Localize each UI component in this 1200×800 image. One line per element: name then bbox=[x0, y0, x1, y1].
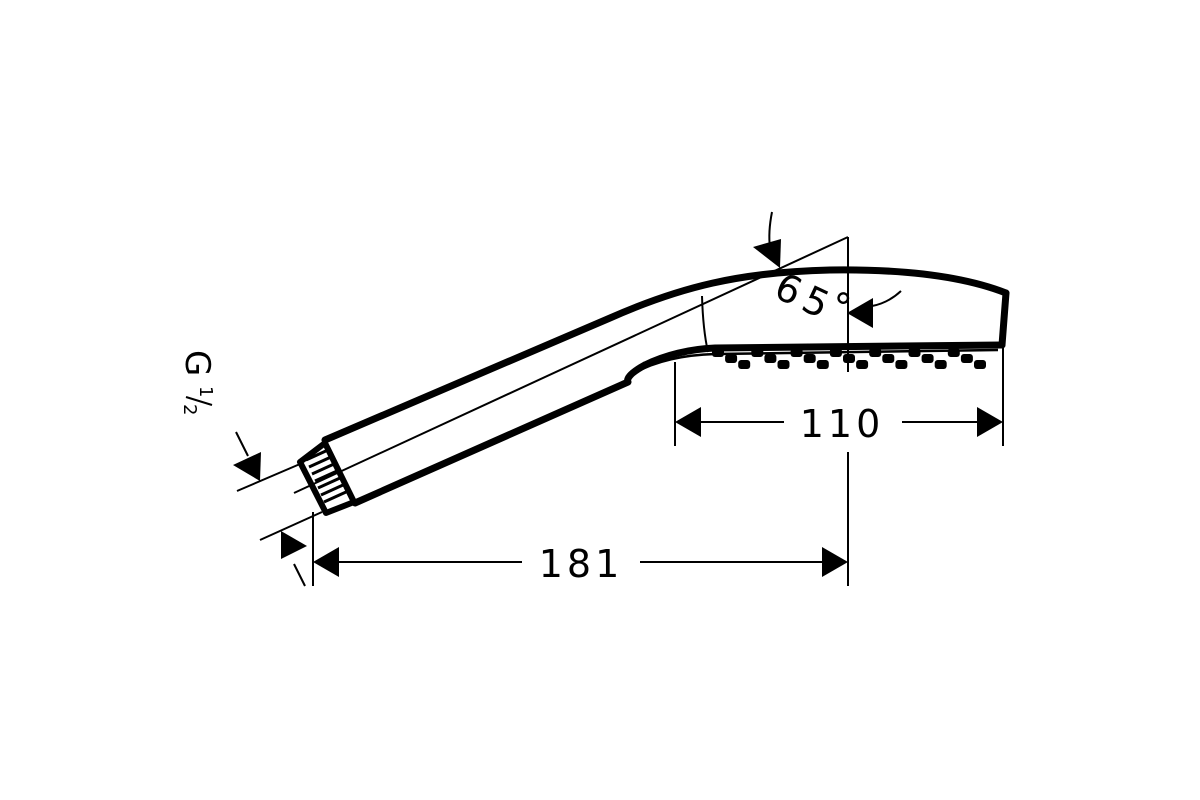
thread-ridges bbox=[305, 448, 347, 504]
dim-181-arrow-left bbox=[313, 547, 339, 577]
shower-outline bbox=[321, 266, 1010, 507]
spray-nozzle bbox=[790, 348, 803, 357]
spray-nozzle bbox=[908, 348, 921, 357]
dim-181-label: 181 bbox=[539, 542, 624, 586]
spray-nozzle bbox=[882, 354, 895, 363]
spray-nozzle bbox=[725, 354, 738, 363]
spray-nozzle bbox=[738, 360, 751, 369]
thread-label: G 1 2 bbox=[177, 350, 217, 415]
handle-bottom-edge bbox=[351, 361, 649, 507]
spray-nozzle bbox=[764, 354, 777, 363]
spray-nozzle bbox=[751, 348, 764, 357]
dim-181-arrow-right bbox=[822, 547, 848, 577]
thread-numerator: 1 bbox=[195, 386, 216, 397]
spray-nozzle bbox=[974, 360, 986, 369]
thread-leader-top bbox=[235, 431, 249, 457]
spray-nozzle bbox=[869, 348, 882, 357]
dim-110-arrow-right bbox=[977, 407, 1003, 437]
thread-denominator: 2 bbox=[179, 404, 200, 415]
arrowheads bbox=[233, 239, 1003, 577]
spray-nozzle bbox=[856, 360, 869, 369]
spray-nozzle bbox=[934, 360, 947, 369]
spray-nozzle bbox=[816, 360, 829, 369]
dim-110-arrow-left bbox=[675, 407, 701, 437]
spray-nozzle bbox=[921, 354, 934, 363]
handle-axis-line bbox=[293, 236, 849, 494]
spray-nozzle bbox=[803, 354, 816, 363]
angle-leader-right bbox=[871, 290, 902, 307]
handle-top-edge bbox=[321, 266, 1010, 444]
thread-arrow-bottom bbox=[281, 531, 307, 559]
angle-arc bbox=[701, 295, 709, 353]
angle-arrow-right bbox=[847, 298, 873, 328]
spray-nozzles bbox=[712, 348, 986, 369]
head-end-face bbox=[998, 289, 1010, 349]
spray-nozzle bbox=[895, 360, 908, 369]
construction-lines bbox=[235, 211, 1004, 587]
thread-arrow-top bbox=[233, 452, 261, 481]
thread-letter: G bbox=[177, 350, 217, 376]
dim-110-label: 110 bbox=[800, 402, 885, 446]
thread-ext-bottom bbox=[259, 511, 323, 541]
thread-leader-bottom bbox=[293, 563, 306, 587]
spray-nozzle bbox=[712, 348, 724, 357]
angle-arrow-top bbox=[753, 239, 781, 268]
spray-nozzle bbox=[777, 360, 790, 369]
spray-nozzle bbox=[829, 348, 842, 357]
thread-ext-top bbox=[236, 463, 301, 492]
spray-nozzle bbox=[947, 348, 960, 357]
spray-nozzle bbox=[960, 354, 973, 363]
thread-fraction-slash bbox=[185, 396, 213, 406]
